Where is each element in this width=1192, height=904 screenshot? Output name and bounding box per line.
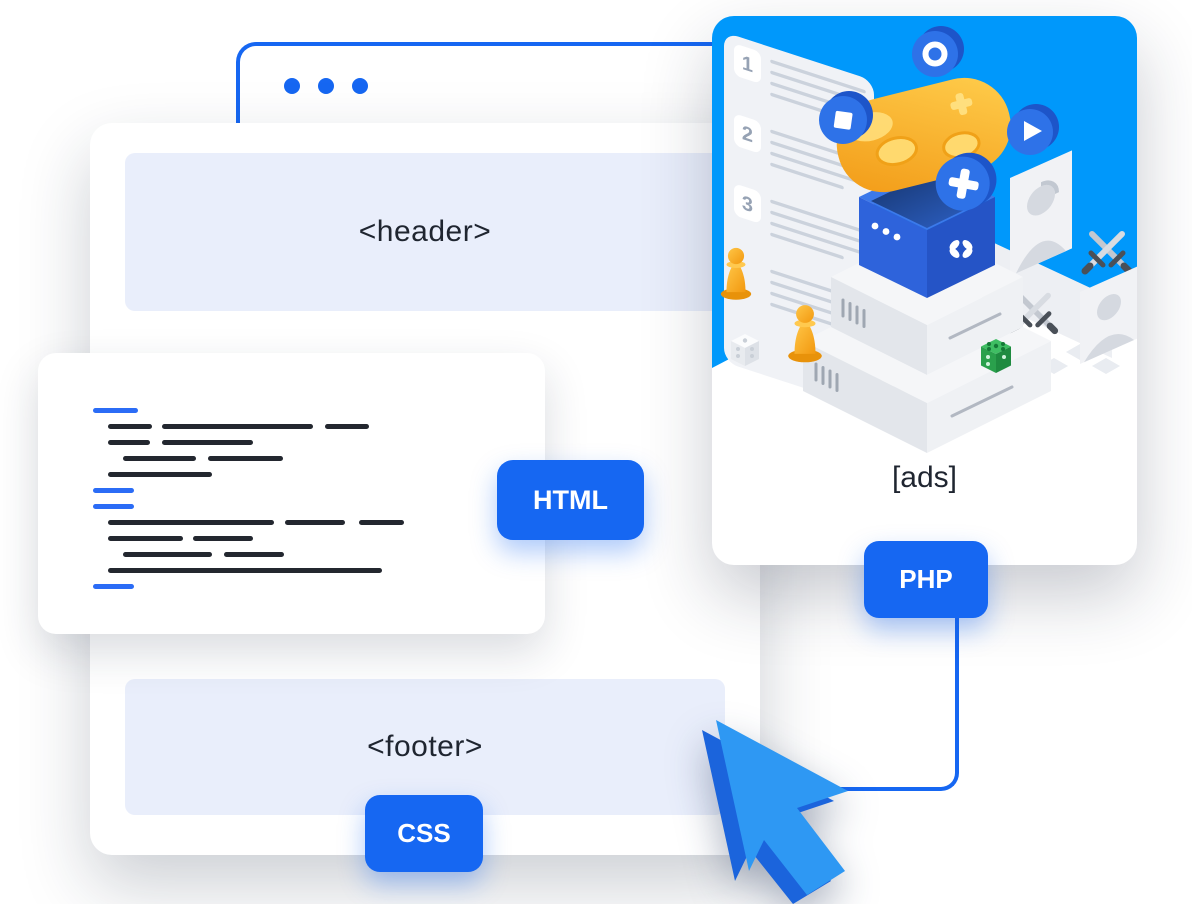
code-line <box>162 440 253 445</box>
css-badge: CSS <box>365 795 483 872</box>
code-line <box>108 536 183 541</box>
footer-block: <footer> <box>125 679 725 815</box>
crate-flower-icon <box>949 240 973 258</box>
game-illustration: 1 2 3 <box>712 16 1137 453</box>
code-snippet-card <box>38 353 545 634</box>
code-line <box>108 440 150 445</box>
code-line <box>325 424 369 429</box>
code-line <box>108 424 152 429</box>
ads-card: 1 2 3 <box>712 16 1137 565</box>
code-line <box>224 552 284 557</box>
header-block: <header> <box>125 153 725 311</box>
code-line <box>285 520 345 525</box>
code-line <box>108 568 382 573</box>
window-dot <box>284 78 300 94</box>
dpad-icon <box>950 93 973 116</box>
profile-poster-2 <box>1080 265 1137 364</box>
code-line <box>123 552 212 557</box>
code-line <box>208 456 283 461</box>
triangle-button-coin <box>1007 104 1059 155</box>
window-dots <box>284 78 368 94</box>
checklist-number-1: 1 <box>742 51 753 77</box>
cursor-arrow-icon <box>702 720 848 904</box>
php-connector-line <box>833 615 959 791</box>
code-line <box>108 472 212 477</box>
footer-tag-label: <footer> <box>367 730 483 763</box>
html-badge: HTML <box>497 460 644 540</box>
code-line <box>108 520 274 525</box>
back-slab <box>962 228 1112 358</box>
checklist-number-2: 2 <box>742 121 753 147</box>
browser-frame-connector-line <box>236 42 924 166</box>
code-line <box>359 520 404 525</box>
square-button-coin <box>819 91 873 144</box>
code-line <box>123 456 196 461</box>
crate-dots <box>871 222 901 241</box>
code-line <box>93 488 134 493</box>
code-line <box>162 424 313 429</box>
code-line <box>93 584 134 589</box>
code-line <box>93 504 134 509</box>
window-dot <box>318 78 334 94</box>
checklist-number-3: 3 <box>742 191 753 217</box>
code-line <box>93 408 138 413</box>
profile-poster-1 <box>1010 150 1072 276</box>
code-line <box>193 536 253 541</box>
window-dot <box>352 78 368 94</box>
white-die <box>731 334 759 366</box>
ads-label: [ads] <box>891 461 958 494</box>
circle-button-coin <box>912 26 964 77</box>
php-badge: PHP <box>864 541 988 618</box>
plus-button-coin <box>935 152 997 211</box>
green-die <box>981 339 1011 373</box>
header-tag-label: <header> <box>358 215 492 248</box>
